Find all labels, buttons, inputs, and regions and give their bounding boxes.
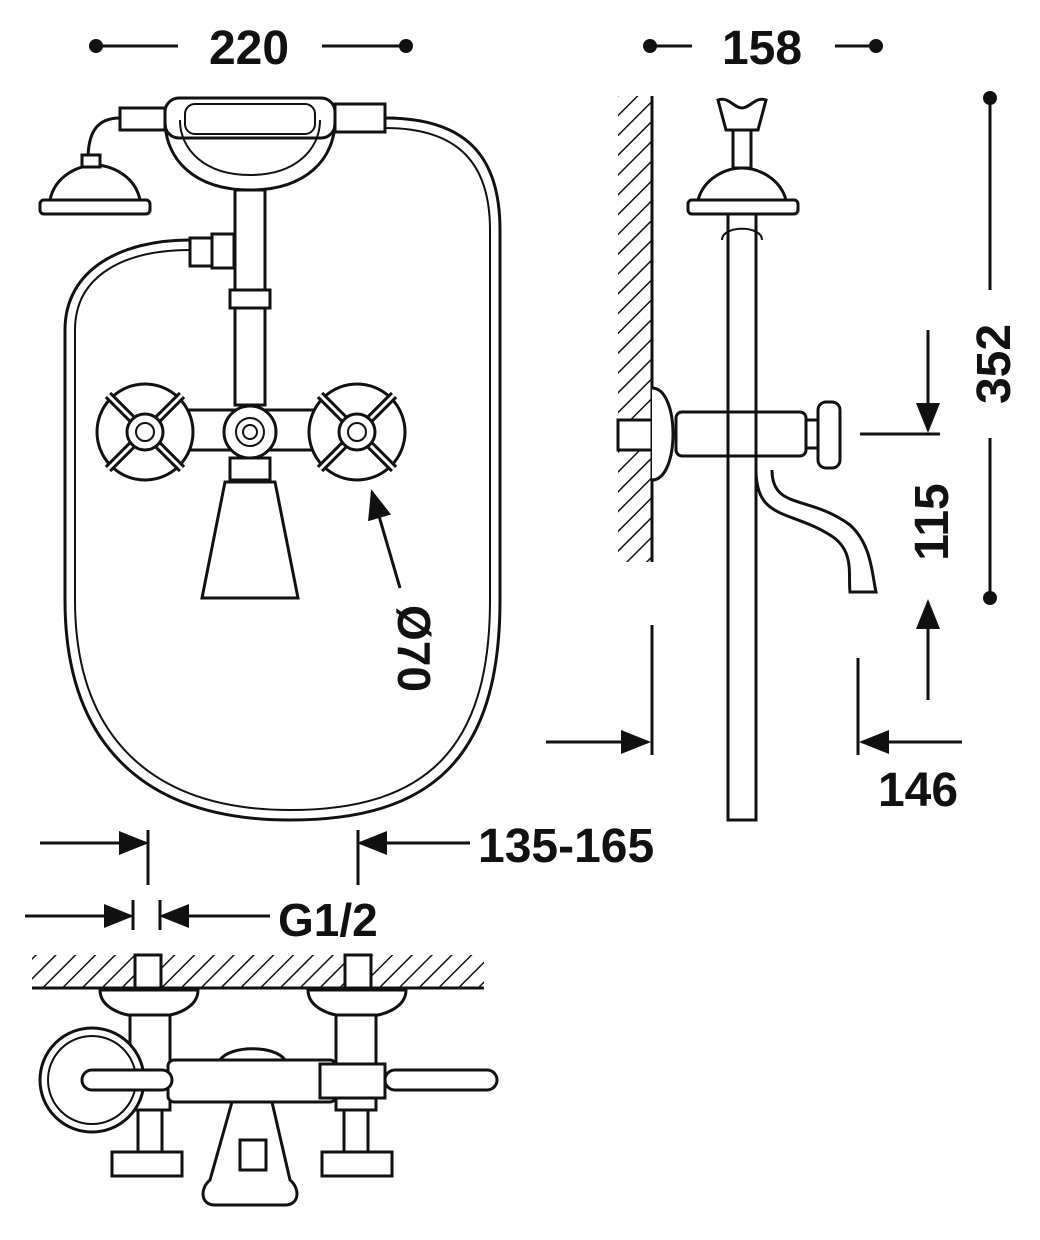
side-spout — [754, 469, 878, 594]
dim-220-label: 220 — [209, 22, 289, 75]
side-view: 158 352 — [546, 22, 1021, 822]
shower-hose — [63, 116, 502, 822]
dim-158-label: 158 — [722, 22, 802, 75]
top-shower-head — [38, 1026, 174, 1134]
wall-hatch — [618, 96, 652, 562]
dimension-handle-diameter: Ø70 — [368, 489, 440, 692]
dimension-width-220: 220 — [89, 22, 413, 75]
dim-352-label: 352 — [968, 324, 1021, 404]
dimension-spout-height: 115 — [860, 330, 959, 700]
dimension-connection-thread: G1/2 — [25, 894, 378, 946]
dimension-depth-158: 158 — [643, 22, 883, 75]
top-body — [166, 1058, 338, 1104]
dim-diameter-label: Ø70 — [388, 605, 440, 692]
side-shower — [686, 97, 800, 822]
riser-stem — [188, 188, 272, 407]
left-handle — [95, 382, 195, 482]
dim-g12-label: G1/2 — [278, 894, 378, 946]
dim-115-label: 115 — [906, 483, 959, 560]
front-view: 220 — [25, 22, 654, 946]
spout-bell — [200, 456, 300, 600]
side-body — [616, 386, 842, 482]
right-handle — [307, 382, 407, 482]
dim-135-165-label: 135-165 — [478, 820, 654, 873]
shower-head — [38, 153, 152, 216]
handset — [86, 96, 387, 192]
dimension-spout-projection: 146 — [546, 625, 962, 817]
top-wall-hatch — [32, 955, 484, 987]
dimension-height-352: 352 — [968, 91, 1021, 605]
top-view — [32, 953, 499, 1207]
dim-146-label: 146 — [878, 764, 958, 817]
dimension-center-distance: 135-165 — [40, 820, 654, 885]
center-boss — [222, 404, 278, 460]
